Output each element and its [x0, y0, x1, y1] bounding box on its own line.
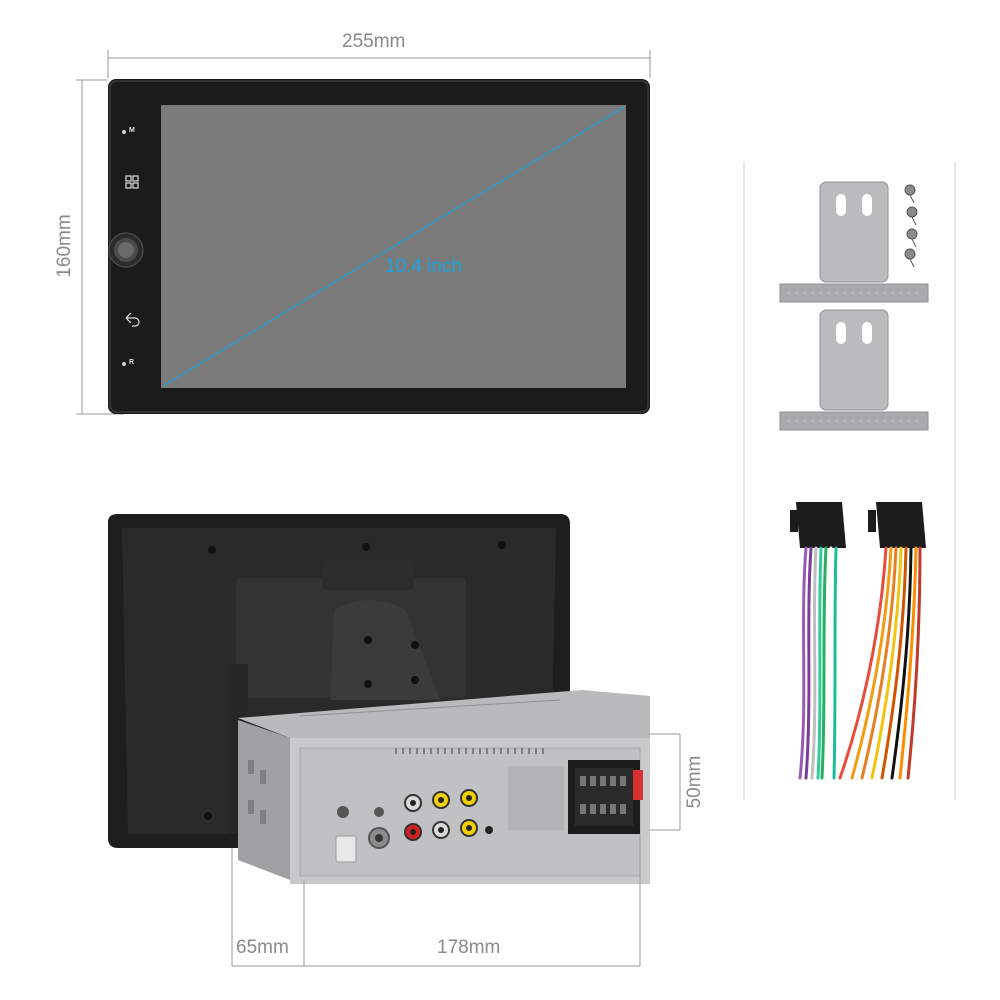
height-label: 160mm — [54, 214, 75, 278]
chassis-height-dimension-line — [650, 733, 681, 831]
depth-front-label: 65mm — [236, 937, 289, 958]
usb-plug — [335, 835, 357, 863]
width-label: 255mm — [342, 31, 406, 52]
front-unit — [108, 79, 650, 414]
mounting-bracket-top — [779, 181, 929, 303]
volume-knob — [108, 232, 144, 268]
chassis-side — [238, 720, 290, 880]
chassis-height-label: 50mm — [684, 755, 705, 809]
depth-dimension-line — [231, 836, 641, 967]
width-dimension-line — [107, 50, 651, 78]
home-apps-icon — [125, 175, 139, 189]
chassis-top — [238, 690, 650, 738]
mounting-bracket-bottom — [779, 309, 929, 431]
antenna-jack — [337, 806, 349, 818]
back-icon — [125, 312, 140, 327]
vent-slots — [395, 748, 544, 754]
rca-jacks — [404, 789, 478, 841]
screws — [904, 184, 918, 268]
wire-harness-b — [838, 502, 926, 780]
wire-harness-a — [790, 502, 846, 780]
reset-button-label: R — [129, 359, 135, 366]
menu-button-label: M — [129, 127, 135, 134]
screen-diagonal-line — [162, 106, 625, 387]
screen-size-label: 10.4 inch — [385, 256, 463, 277]
rear-unit — [108, 514, 650, 884]
iso-connector — [508, 760, 643, 834]
depth-rear-label: 178mm — [437, 937, 501, 958]
